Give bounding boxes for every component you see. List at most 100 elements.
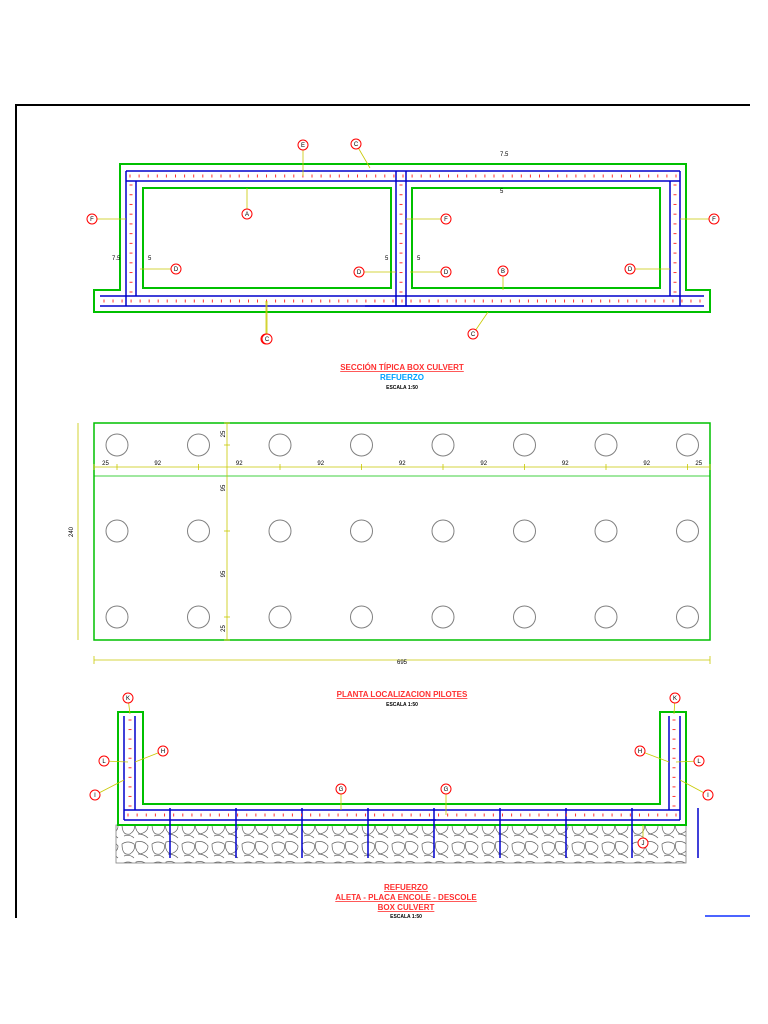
- dim-top-inner: 5: [500, 189, 504, 195]
- pile: [105, 605, 129, 629]
- pile: [513, 605, 536, 629]
- pile: [594, 605, 618, 629]
- spacing-label: 92: [154, 461, 161, 467]
- wing-right-tag-1-bubble: [634, 745, 646, 757]
- wing-left-tag-1-bubble: [157, 745, 169, 757]
- section-tag-2-label: A: [245, 212, 249, 218]
- dim-left-cover: 7.5: [112, 256, 121, 262]
- spacing-label: 92: [480, 461, 487, 467]
- wingwall-scale: ESCALA 1:50: [390, 914, 422, 920]
- section-tag-6-bubble: [170, 263, 182, 275]
- pile: [676, 519, 699, 543]
- section-rebar: [100, 170, 704, 307]
- pile: [350, 519, 373, 543]
- pile: [350, 605, 373, 629]
- wingwall-title-3: BOX CULVERT: [378, 903, 435, 912]
- section-scale: ESCALA 1:50: [386, 385, 418, 391]
- pile: [187, 519, 210, 543]
- section-title: SECCIÓN TÍPICA BOX CULVERT: [340, 363, 464, 372]
- dim-mid-a: 5: [385, 256, 389, 262]
- wingwall-title-1: REFUERZO: [384, 883, 428, 892]
- pile: [431, 433, 455, 457]
- wing-bottom-tag-2-bubble: [637, 837, 649, 849]
- section-tag-3-bubble: [86, 213, 98, 225]
- dim-mid-b: 5: [417, 256, 421, 262]
- wing-left-tag-2-label: L: [102, 759, 106, 765]
- wing-left-tag-3-bubble: [89, 789, 101, 801]
- spacing-label: 92: [399, 461, 406, 467]
- wing-right-tag-3-label: I: [707, 793, 709, 799]
- pile: [268, 519, 292, 543]
- section-tag-8-bubble: [440, 266, 452, 278]
- dim-top-cover: 7.5: [500, 152, 509, 158]
- section-tag-7-label: D: [357, 270, 362, 276]
- section-tag-2-bubble: [241, 208, 253, 220]
- section-tag-7-bubble: [353, 266, 365, 278]
- stone-bedding: [115, 824, 687, 864]
- spacing-label: 25: [102, 461, 109, 467]
- pile: [187, 433, 210, 457]
- wing-right-tag-2-label: L: [697, 759, 701, 765]
- dim-left-inner: 5: [148, 256, 152, 262]
- pile: [594, 519, 618, 543]
- section-tag-9-bubble: [624, 263, 636, 275]
- wing-bottom-tag-1-bubble: [440, 783, 452, 795]
- pile: [513, 433, 536, 457]
- plan-outline: [93, 422, 711, 641]
- section-tags: ECAFFFDDDDBCCC: [86, 138, 720, 345]
- section-tag-11-label: C: [471, 332, 476, 338]
- section-tag-9-label: D: [628, 267, 633, 273]
- plan-piles: [105, 433, 699, 629]
- left-cell: [142, 187, 392, 289]
- pile: [105, 519, 129, 543]
- pile: [676, 605, 699, 629]
- section-tag-11-bubble: [467, 328, 479, 340]
- pile: [513, 519, 536, 543]
- wing-right-tag-0-bubble: [669, 692, 681, 704]
- section-tag-0-label: E: [301, 143, 305, 149]
- section-tag-5-bubble: [708, 213, 720, 225]
- wing-left-tag-0-label: K: [126, 696, 130, 702]
- wing-right-tag-2-bubble: [693, 755, 705, 767]
- section-tag-3-label: F: [90, 217, 94, 223]
- plan-scale: ESCALA 1:50: [386, 702, 418, 708]
- vertical-label: 95: [221, 570, 227, 577]
- section-tag-13-bubble: [261, 333, 273, 345]
- spacing-label: 92: [643, 461, 650, 467]
- section-tag-0-bubble: [297, 139, 309, 151]
- spacing-label: 92: [317, 461, 324, 467]
- right-cell: [411, 187, 661, 289]
- section-tag-4-bubble: [440, 213, 452, 225]
- section-subtitle: REFUERZO: [380, 373, 424, 382]
- plan-title: PLANTA LOCALIZACION PILOTES: [337, 690, 468, 699]
- section-tag-4-label: F: [444, 217, 448, 223]
- vertical-label: 25: [221, 430, 227, 437]
- wingwall-rebar: [123, 716, 699, 858]
- wing-right-tag-1-label: H: [638, 749, 642, 755]
- wing-left-tag-2-bubble: [98, 755, 110, 767]
- pile: [105, 433, 129, 457]
- pile: [676, 433, 699, 457]
- pile: [350, 433, 373, 457]
- wing-right-tag-3-bubble: [702, 789, 714, 801]
- section-tag-10-label: B: [501, 269, 505, 275]
- wingwall-outline: [117, 711, 687, 826]
- section-tag-1-bubble: [350, 138, 362, 150]
- wing-bottom-tag-0-bubble: [335, 783, 347, 795]
- spacing-label: 92: [562, 461, 569, 467]
- wing-right-tag-0-label: K: [673, 696, 677, 702]
- spacing-label: 92: [236, 461, 243, 467]
- box-culvert-section: 7.5 5 7.5 5 5 5 ECAFFFDDDDBCCC SECCIÓN T…: [86, 138, 720, 391]
- wing-bottom-tag-2-label: J: [642, 841, 645, 847]
- pile: [594, 433, 618, 457]
- pile: [187, 605, 210, 629]
- wing-left-tag-1-label: H: [161, 749, 165, 755]
- wing-bottom-tag-1-label: G: [444, 787, 449, 793]
- section-tag-6-label: D: [174, 267, 179, 273]
- wing-left-tag-0-bubble: [122, 692, 134, 704]
